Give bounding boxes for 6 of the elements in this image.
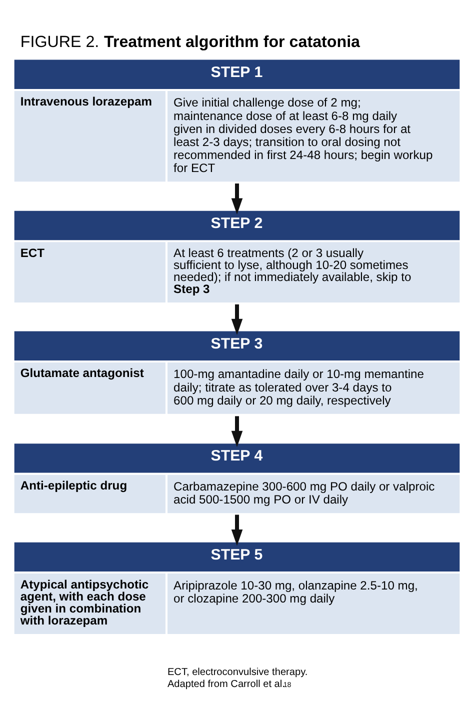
diagram-title: FIGURE 2. Treatment algorithm for catatonia	[20, 32, 360, 50]
arrow	[231, 416, 243, 447]
arrow	[231, 514, 243, 546]
arrow	[231, 304, 243, 334]
label: ECT, electroconvulsive therapy.	[167, 666, 308, 678]
arrow	[231, 183, 243, 214]
